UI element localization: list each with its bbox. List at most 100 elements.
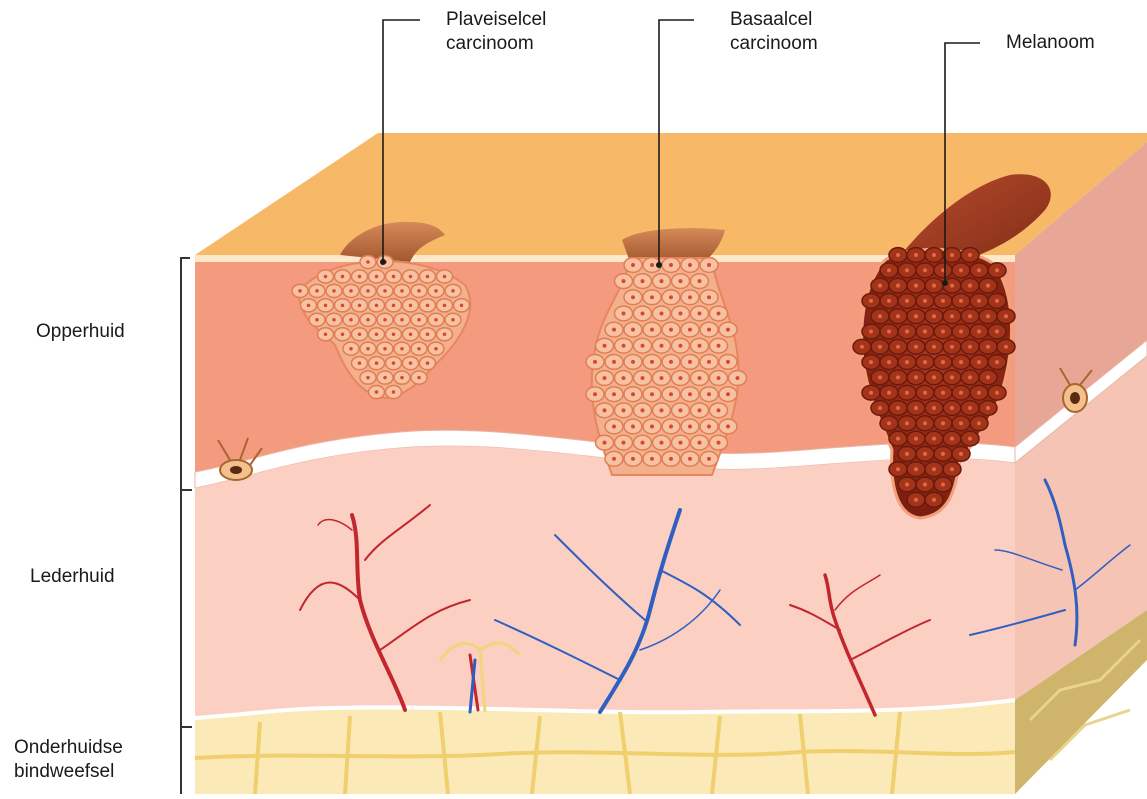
cell-nucleus: [417, 347, 421, 351]
cell-nucleus: [392, 361, 396, 365]
cell-nucleus: [726, 392, 730, 396]
cell-nucleus: [923, 299, 927, 303]
cell-nucleus: [669, 425, 673, 429]
cell-nucleus: [905, 391, 909, 395]
cell-nucleus: [995, 360, 999, 364]
cell-nucleus: [612, 425, 616, 429]
cell-nucleus: [392, 304, 396, 308]
cell-nucleus: [612, 392, 616, 396]
cell-nucleus: [392, 390, 396, 394]
cell-nucleus: [932, 375, 936, 379]
label-line: carcinoom: [446, 32, 546, 56]
cell-nucleus: [631, 360, 635, 364]
label-line: Opperhuid: [36, 320, 125, 344]
cell-nucleus: [375, 332, 379, 336]
cell-nucleus: [986, 314, 990, 318]
cell-nucleus: [298, 289, 302, 293]
cell-nucleus: [434, 318, 438, 322]
label-line: Lederhuid: [30, 565, 115, 589]
cell-nucleus: [650, 328, 654, 332]
label-epidermis: Opperhuid: [36, 320, 125, 344]
cell-nucleus: [358, 332, 362, 336]
cell-nucleus: [896, 467, 900, 471]
cell-nucleus: [887, 299, 891, 303]
cell-nucleus: [383, 289, 387, 293]
cell-nucleus: [717, 344, 721, 348]
cell-nucleus: [950, 253, 954, 257]
cell-nucleus: [660, 408, 664, 412]
cell-nucleus: [878, 284, 882, 288]
cell-nucleus: [932, 345, 936, 349]
cell-nucleus: [669, 360, 673, 364]
cell-nucleus: [688, 425, 692, 429]
cell-nucleus: [986, 406, 990, 410]
cell-nucleus: [941, 330, 945, 334]
cell-nucleus: [688, 360, 692, 364]
cell-nucleus: [679, 376, 683, 380]
cell-nucleus: [650, 425, 654, 429]
cell-nucleus: [400, 376, 404, 380]
cell-nucleus: [968, 406, 972, 410]
cell-nucleus: [409, 275, 413, 279]
cell-nucleus: [977, 299, 981, 303]
cell-nucleus: [968, 284, 972, 288]
cell-nucleus: [914, 314, 918, 318]
cell-nucleus: [307, 304, 311, 308]
cell-nucleus: [409, 361, 413, 365]
cell-nucleus: [612, 328, 616, 332]
label-basal-cell-carcinoma: Basaalcel carcinoom: [730, 8, 818, 56]
cell-nucleus: [896, 437, 900, 441]
cell-nucleus: [341, 275, 345, 279]
cell-nucleus: [905, 268, 909, 272]
cell-nucleus: [660, 344, 664, 348]
cell-nucleus: [622, 279, 626, 283]
cell-nucleus: [641, 441, 645, 445]
cell-nucleus: [914, 253, 918, 257]
cell-nucleus: [914, 406, 918, 410]
cell-nucleus: [451, 289, 455, 293]
cell-nucleus: [932, 284, 936, 288]
cell-nucleus: [324, 275, 328, 279]
cell-nucleus: [914, 498, 918, 502]
cell-nucleus: [434, 347, 438, 351]
cell-nucleus: [941, 452, 945, 456]
cell-nucleus: [995, 299, 999, 303]
cell-nucleus: [923, 421, 927, 425]
cell-nucleus: [679, 311, 683, 315]
cell-nucleus: [400, 289, 404, 293]
cell-nucleus: [392, 332, 396, 336]
cell-nucleus: [869, 360, 873, 364]
cell-nucleus: [650, 263, 654, 267]
cell-nucleus: [941, 299, 945, 303]
cell-nucleus: [941, 483, 945, 487]
cell-nucleus: [315, 318, 319, 322]
cell-nucleus: [932, 437, 936, 441]
cell-nucleus: [914, 345, 918, 349]
cell-nucleus: [650, 295, 654, 299]
cell-nucleus: [417, 376, 421, 380]
cell-nucleus: [679, 279, 683, 283]
cell-nucleus: [986, 375, 990, 379]
cell-nucleus: [603, 376, 607, 380]
cell-nucleus: [959, 268, 963, 272]
label-line: Onderhuidse: [14, 736, 123, 760]
cell-nucleus: [932, 253, 936, 257]
cell-nucleus: [698, 311, 702, 315]
cell-nucleus: [923, 452, 927, 456]
cell-nucleus: [603, 441, 607, 445]
cell-nucleus: [679, 344, 683, 348]
cell-nucleus: [669, 328, 673, 332]
cell-nucleus: [726, 425, 730, 429]
cell-nucleus: [968, 314, 972, 318]
cell-nucleus: [409, 332, 413, 336]
cell-nucleus: [905, 421, 909, 425]
cell-nucleus: [426, 361, 430, 365]
cell-nucleus: [860, 345, 864, 349]
cell-nucleus: [641, 408, 645, 412]
cell-nucleus: [950, 375, 954, 379]
cell-nucleus: [358, 361, 362, 365]
cell-nucleus: [869, 330, 873, 334]
cell-nucleus: [593, 392, 597, 396]
layer-bracket: [181, 258, 192, 794]
